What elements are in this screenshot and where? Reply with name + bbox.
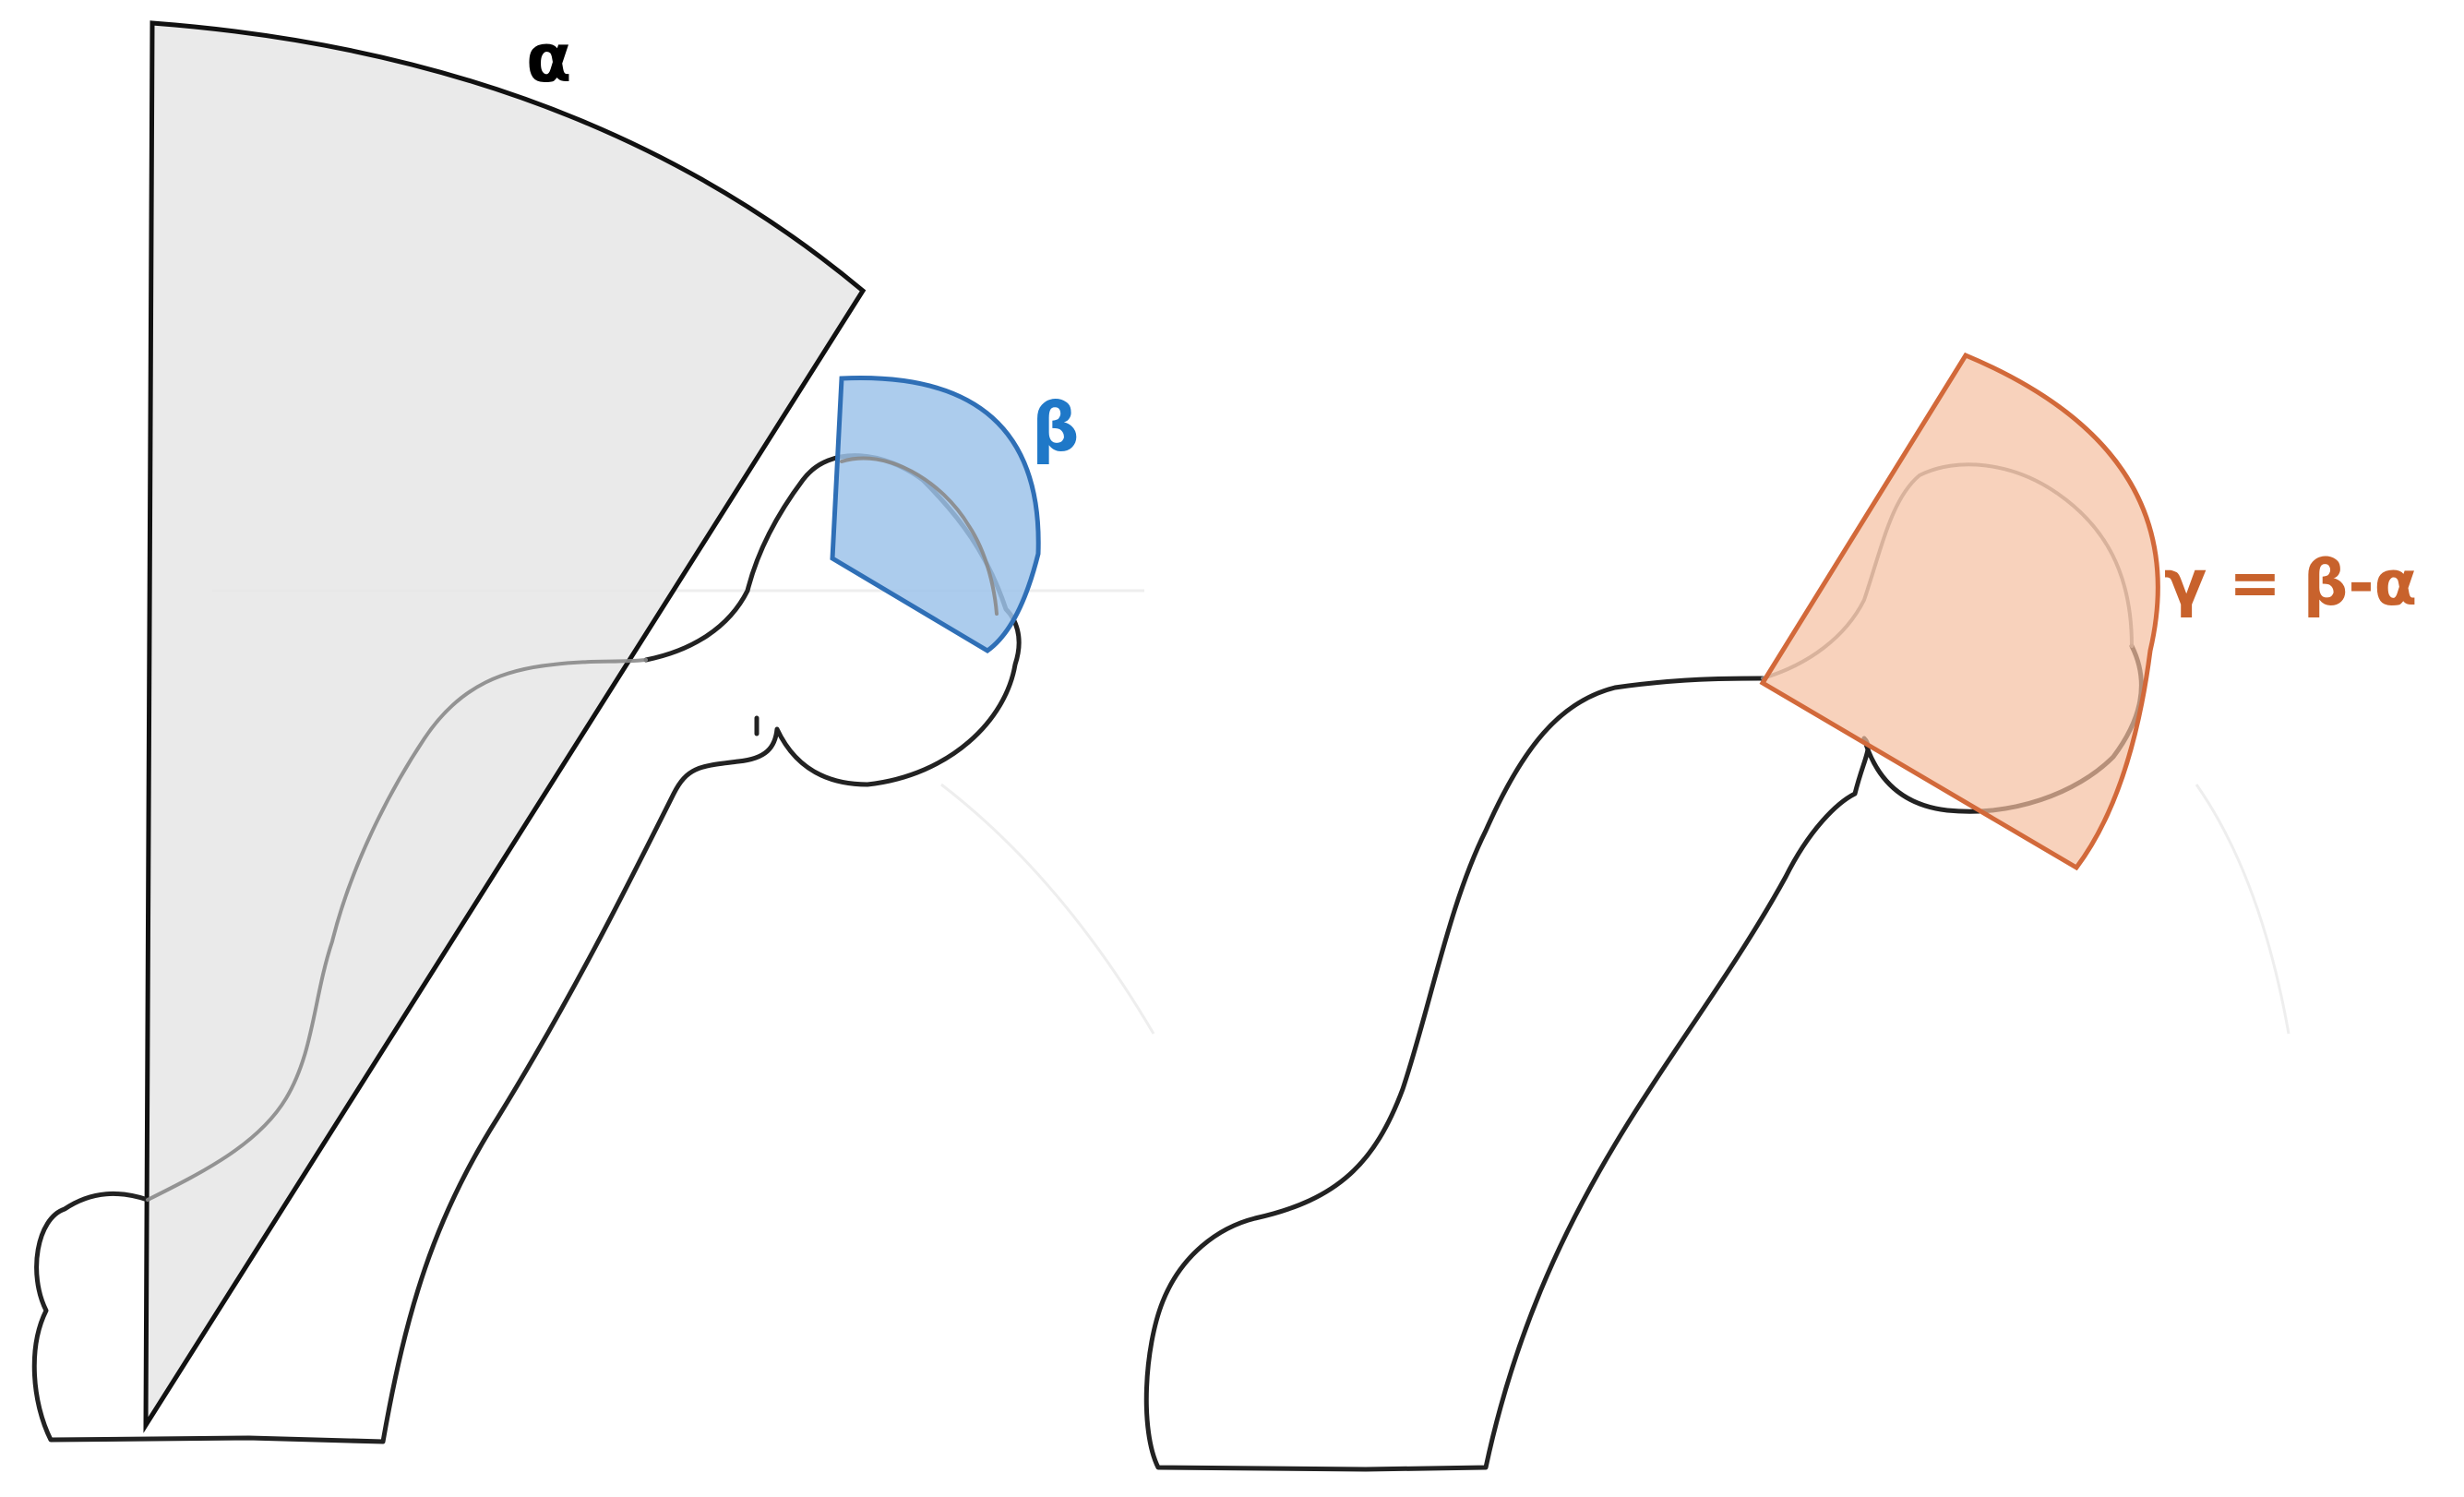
beta-sector (830, 376, 1041, 653)
femur-head-left (840, 456, 999, 616)
beta-label: β (1032, 389, 1080, 466)
femur-outline-left (31, 453, 1022, 1444)
alpha-label: α (526, 19, 571, 97)
gamma-label: γ = β-α (2164, 547, 2417, 620)
right-panel: γ = β-α (1143, 352, 2417, 1472)
gamma-sector (1759, 352, 2160, 871)
femur-outline-left-ghost (146, 658, 648, 1202)
left-panel: α β (31, 19, 1080, 1444)
alpha-sector (143, 20, 867, 1433)
